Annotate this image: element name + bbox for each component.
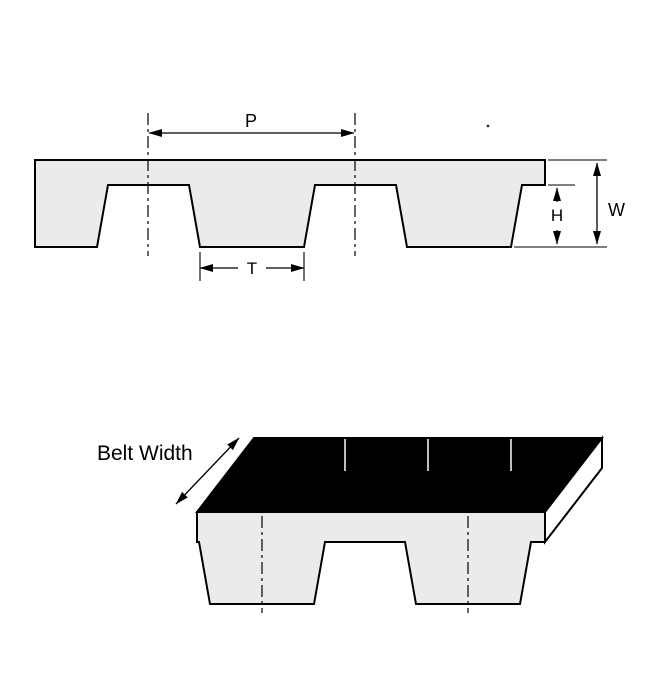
belt-thickness-label: W: [608, 200, 625, 220]
belt-front-face: [196, 511, 546, 605]
tooth-height-dimension: H: [548, 184, 575, 245]
pitch-label: P: [245, 111, 257, 131]
belt-perspective-view: Belt Width: [97, 435, 605, 613]
belt-width-arrow: [175, 437, 240, 505]
tooth-width-dimension: T: [199, 252, 305, 281]
tooth-width-label: T: [247, 259, 257, 278]
belt-thickness-dimension: W: [514, 159, 625, 248]
ink-speck: [486, 124, 490, 128]
belt-width-dimension: Belt Width: [97, 437, 240, 505]
belt-cross-section: P T H W: [34, 111, 625, 281]
belt-top-face: [194, 437, 605, 513]
belt-width-label: Belt Width: [97, 442, 193, 465]
pitch-dimension: P: [148, 111, 355, 137]
belt-profile: [34, 159, 546, 248]
tooth-height-label: H: [551, 206, 563, 225]
